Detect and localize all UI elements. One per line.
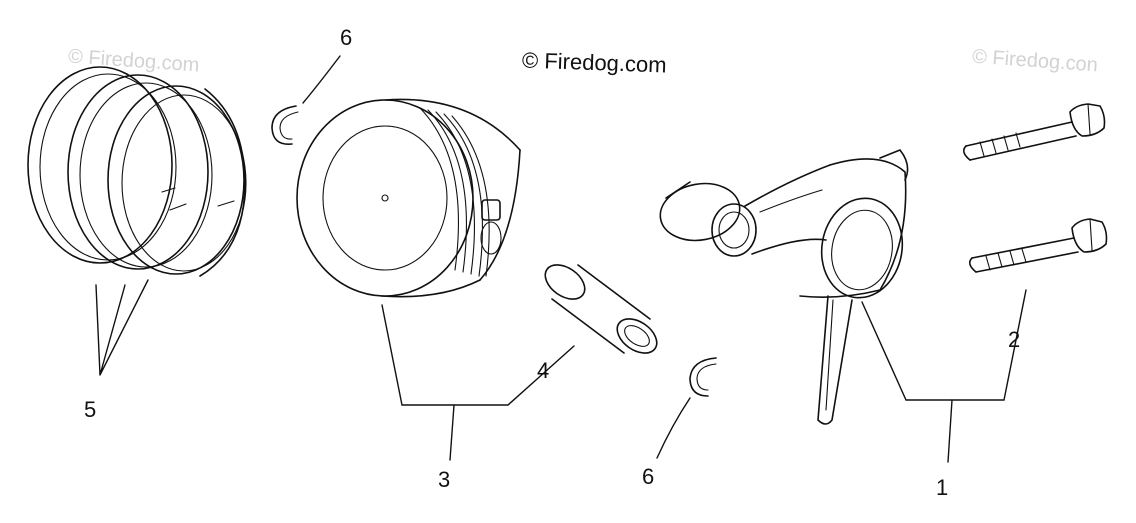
callout-6-top: 6 — [340, 25, 352, 50]
circlip-bottom — [689, 357, 717, 397]
callout-6-bottom: 6 — [642, 464, 654, 489]
callout-1: 1 — [936, 475, 948, 500]
piston-pin — [544, 264, 658, 354]
callout-4: 4 — [537, 358, 549, 383]
bolt-lower — [968, 218, 1108, 273]
leader-lines — [95, 55, 1027, 463]
bolt-upper — [962, 103, 1106, 161]
connecting-rod — [659, 149, 909, 425]
circlip-top — [271, 105, 299, 145]
piston-rings — [27, 66, 247, 277]
piston — [296, 98, 521, 298]
callout-2: 2 — [1008, 327, 1020, 352]
callout-3: 3 — [438, 467, 450, 492]
callout-5: 5 — [84, 397, 96, 422]
